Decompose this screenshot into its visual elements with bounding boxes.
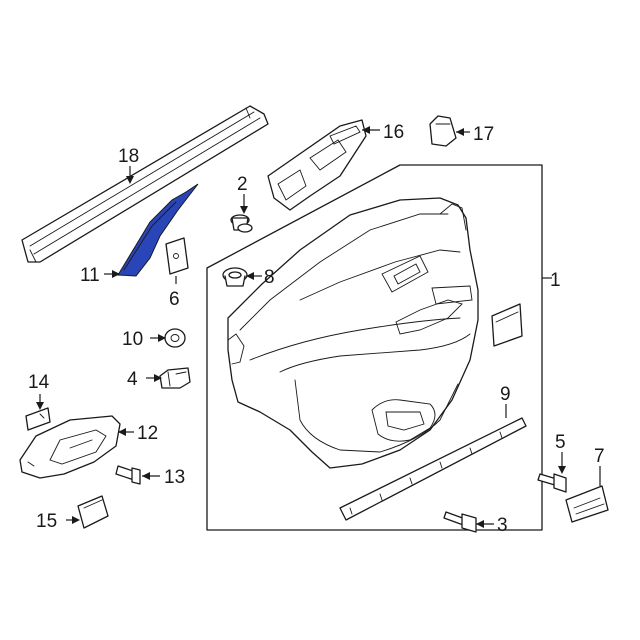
grommet (222, 267, 248, 287)
small-bracket (25, 407, 51, 431)
belt-moulding-strip (21, 105, 269, 263)
push-pin-fastener (230, 214, 253, 233)
bolt-3 (443, 511, 477, 533)
screw-13 (115, 465, 141, 485)
callout-15: 15 (36, 511, 57, 532)
callout-5: 5 (555, 432, 566, 453)
switch-module (429, 115, 457, 147)
callout-18: 18 (118, 146, 139, 167)
armrest-switch-housing (267, 119, 367, 211)
bolt-5 (537, 473, 567, 493)
door-trim-panel (227, 197, 479, 469)
callout-11: 11 (80, 265, 100, 286)
callout-10: 10 (122, 329, 143, 350)
callout-1: 1 (550, 270, 561, 291)
callout-16: 16 (383, 122, 404, 143)
trim-insert-piece (491, 303, 523, 347)
callout-17: 17 (473, 124, 494, 145)
callout-3: 3 (497, 515, 508, 536)
switch-cover (77, 495, 109, 529)
door-handle-housing (19, 415, 121, 479)
callout-9: 9 (500, 384, 511, 405)
callout-13: 13 (164, 467, 185, 488)
highlighted-trim-piece (117, 183, 199, 277)
leader-lines (36, 126, 601, 528)
callout-2: 2 (237, 174, 248, 195)
callout-8: 8 (264, 267, 275, 288)
washer (164, 328, 186, 348)
callout-14: 14 (28, 372, 50, 393)
callout-7: 7 (594, 446, 605, 467)
callout-6: 6 (169, 289, 180, 310)
callout-12: 12 (137, 423, 158, 444)
assembly-frame (206, 164, 543, 531)
retainer-clip (159, 367, 191, 389)
callout-4: 4 (127, 369, 138, 390)
mounting-bracket (565, 485, 609, 523)
lower-moulding-strip (339, 417, 527, 521)
clip-plate (165, 237, 189, 275)
